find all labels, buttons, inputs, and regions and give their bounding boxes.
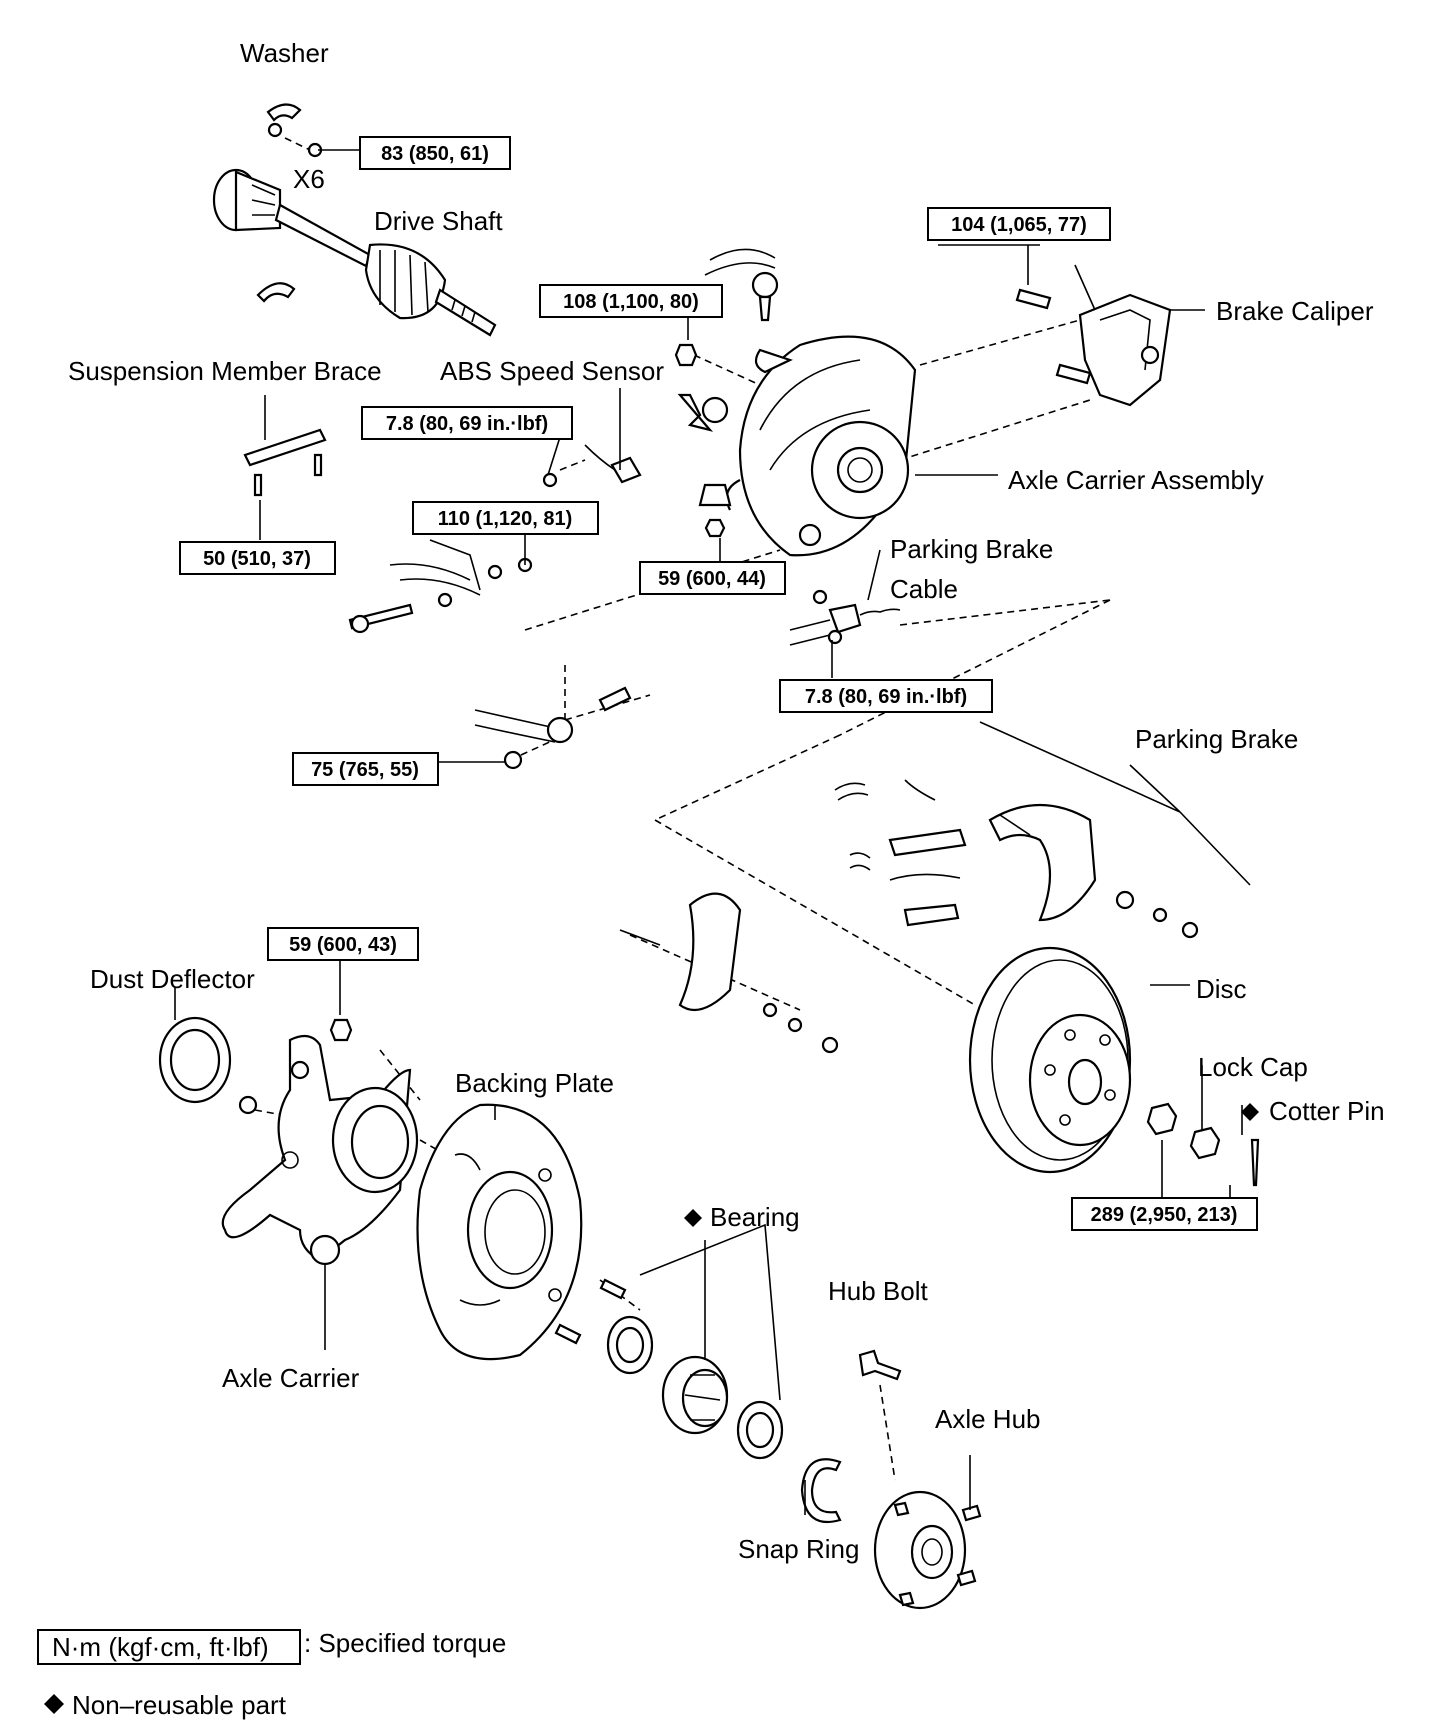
hub-nut-part xyxy=(1146,1102,1260,1187)
torque-brace-bolt: 50 (510, 37) xyxy=(179,541,336,575)
non-reusable-diamond-icon xyxy=(1241,1103,1259,1121)
svg-text:289 (2,950, 213): 289 (2,950, 213) xyxy=(1091,1204,1238,1226)
legend-non-reusable-text: Non–reusable part xyxy=(72,1690,287,1720)
label-lock-cap: Lock Cap xyxy=(1198,1052,1308,1082)
label-multiplier: X6 xyxy=(293,164,325,194)
legend-unit-box xyxy=(37,1629,301,1665)
abs-speed-sensor-part xyxy=(542,444,642,488)
svg-text:110 (1,120, 81): 110 (1,120, 81) xyxy=(438,508,573,530)
dust-deflector-part xyxy=(158,1016,232,1104)
torque-lower-nut: 59 (600, 44) xyxy=(639,561,786,595)
backing-plate-part xyxy=(416,1103,583,1361)
washer-part xyxy=(266,103,323,158)
brake-caliper-part xyxy=(1015,264,1172,407)
hub-bolt-part xyxy=(858,1349,902,1381)
lower-arm-part xyxy=(348,539,533,634)
label-washer: Washer xyxy=(240,38,329,68)
label-backing-plate: Backing Plate xyxy=(455,1068,614,1098)
legend-unit-box-text: N·m (kgf·cm, ft·lbf) xyxy=(52,1632,269,1662)
label-suspension-member-brace: Suspension Member Brace xyxy=(68,356,382,386)
washer-lower-part xyxy=(256,282,296,303)
svg-text:83 (850, 61): 83 (850, 61) xyxy=(381,143,489,165)
svg-text:59 (600, 43): 59 (600, 43) xyxy=(289,934,397,956)
parking-brake-part xyxy=(619,779,1199,1054)
label-axle-hub: Axle Hub xyxy=(935,1404,1041,1434)
torque-arm-nut: 110 (1,120, 81) xyxy=(412,501,599,535)
drive-shaft-part xyxy=(212,168,497,337)
svg-text:59 (600, 44): 59 (600, 44) xyxy=(658,568,766,590)
label-axle-carrier: Axle Carrier xyxy=(222,1363,360,1393)
non-reusable-diamond-icon xyxy=(684,1209,702,1227)
label-parking-brake-cable-1: Parking Brake xyxy=(890,534,1053,564)
legend: N·m (kgf·cm, ft·lbf) : Specified torque … xyxy=(37,1628,506,1720)
svg-text:75 (765, 55): 75 (765, 55) xyxy=(311,759,419,781)
label-brake-caliper: Brake Caliper xyxy=(1216,296,1374,326)
label-bearing: Bearing xyxy=(710,1202,800,1232)
snap-ring-part xyxy=(800,1458,842,1524)
label-dust-deflector: Dust Deflector xyxy=(90,964,255,994)
svg-text:108 (1,100, 80): 108 (1,100, 80) xyxy=(563,291,699,313)
torque-cable-bolt: 7.8 (80, 69 in.·lbf) xyxy=(779,679,993,713)
label-bearing-group: Bearing xyxy=(684,1202,800,1232)
label-snap-ring: Snap Ring xyxy=(738,1534,859,1564)
nut-59-43-part xyxy=(329,1018,353,1042)
label-parking-brake: Parking Brake xyxy=(1135,724,1298,754)
nut-108-part xyxy=(674,343,698,367)
parking-brake-cable-part xyxy=(789,589,901,646)
torque-washer-bolt: 83 (850, 61) xyxy=(359,136,511,170)
assembly-dashed-lines xyxy=(254,137,1111,1481)
legend-unit-text: : Specified torque xyxy=(304,1628,506,1658)
bearing-part xyxy=(606,1315,784,1460)
label-parking-brake-cable-2: Cable xyxy=(890,574,958,604)
torque-ball-joint-nut: 108 (1,100, 80) xyxy=(539,284,723,318)
label-drive-shaft: Drive Shaft xyxy=(374,206,503,236)
torque-hub-nut: 289 (2,950, 213) xyxy=(1071,1197,1258,1231)
part-labels: Washer X6 Drive Shaft Brake Caliper Susp… xyxy=(68,38,1385,1564)
upper-arm-part xyxy=(704,248,779,322)
label-cotter-pin: Cotter Pin xyxy=(1269,1096,1385,1126)
svg-text:104 (1,065, 77): 104 (1,065, 77) xyxy=(951,214,1087,236)
label-cotter-pin-group: Cotter Pin xyxy=(1241,1096,1385,1126)
svg-text:7.8 (80, 69 in.·lbf): 7.8 (80, 69 in.·lbf) xyxy=(805,686,967,708)
svg-text:50 (510, 37): 50 (510, 37) xyxy=(203,548,311,570)
disc-part xyxy=(968,946,1132,1174)
svg-text:7.8 (80, 69 in.·lbf): 7.8 (80, 69 in.·lbf) xyxy=(386,413,548,435)
torque-carrier-nut: 59 (600, 43) xyxy=(267,927,419,961)
non-reusable-diamond-icon xyxy=(44,1694,64,1714)
ball-joint-part xyxy=(677,393,732,538)
axle-carrier-assembly-part xyxy=(725,335,917,557)
suspension-member-brace-part xyxy=(243,428,327,497)
label-axle-carrier-assembly: Axle Carrier Assembly xyxy=(1008,465,1264,495)
parts-artwork xyxy=(158,103,1260,1610)
label-hub-bolt: Hub Bolt xyxy=(828,1276,928,1306)
torque-caliper-bolt: 104 (1,065, 77) xyxy=(927,207,1111,241)
strut-rod-part xyxy=(474,686,632,770)
axle-carrier-part xyxy=(221,1034,419,1266)
torque-boxes: 83 (850, 61) 104 (1,065, 77) 108 (1,100,… xyxy=(179,136,1258,1231)
torque-abs-sensor-bolt: 7.8 (80, 69 in.·lbf) xyxy=(361,406,573,440)
axle-hub-part xyxy=(873,1490,982,1610)
torque-strut-rod-nut: 75 (765, 55) xyxy=(292,752,439,786)
label-abs-speed-sensor: ABS Speed Sensor xyxy=(440,356,664,386)
label-disc: Disc xyxy=(1196,974,1247,1004)
backing-plate-bolts-part xyxy=(554,1278,627,1345)
